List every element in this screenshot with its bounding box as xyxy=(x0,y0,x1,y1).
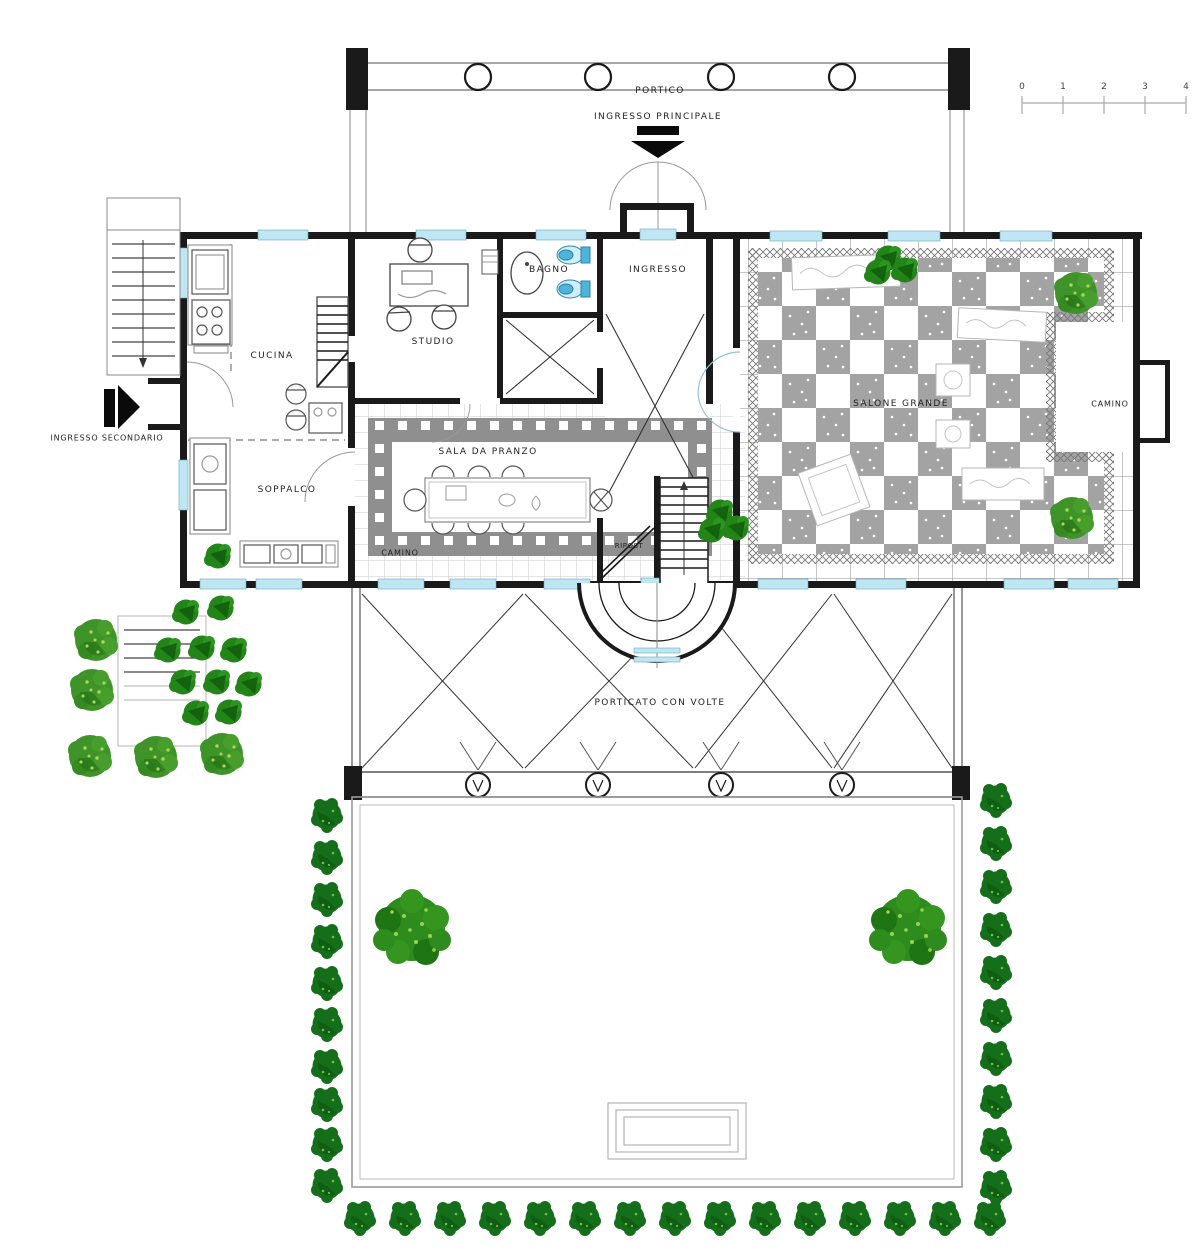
portico-pillars xyxy=(346,48,970,110)
secondary-entrance-arrow xyxy=(104,385,140,429)
door-gaps xyxy=(348,332,740,506)
room-label-cucina: CUCINA xyxy=(250,351,294,361)
scale-tick-0: 0 xyxy=(1019,82,1025,92)
studio-door-arc xyxy=(431,403,471,443)
kitchen-table xyxy=(285,383,343,434)
label-ingresso-secondario: INGRESSO SECONDARIO xyxy=(50,433,164,443)
scale-bar xyxy=(1021,96,1187,114)
portico-structure xyxy=(349,62,965,232)
room-label-studio: STUDIO xyxy=(411,337,455,347)
room-label-bagno: BAGNO xyxy=(529,265,569,275)
scale-tick-4: 4 xyxy=(1183,82,1189,92)
studio-furniture xyxy=(386,237,469,332)
bathroom-fixtures xyxy=(481,245,591,299)
room-label-sala-da-pranzo: SALA DA PRANZO xyxy=(438,447,538,457)
garden-border xyxy=(351,796,963,1188)
garden-fountain xyxy=(607,1102,747,1160)
external-stair-nw xyxy=(106,197,181,376)
secondary-door-arc xyxy=(186,361,234,408)
main-entrance-arrow xyxy=(631,126,685,158)
label-ingresso-principale: INGRESSO PRINCIPALE xyxy=(594,112,722,122)
room-label-portico: PORTICO xyxy=(635,86,685,96)
room-label-porticato: PORTICATO CON VOLTE xyxy=(594,698,726,708)
porticato-columns-south xyxy=(465,772,855,798)
room-label-camino: CAMINO xyxy=(1091,399,1129,409)
portico-columns xyxy=(463,62,857,92)
dining-table xyxy=(403,465,613,535)
salone-door-arcs xyxy=(697,351,741,433)
semicircular-stair xyxy=(577,582,737,668)
porticato-column-splays xyxy=(459,741,861,771)
room-label-salone-grande: SALONE GRANDE xyxy=(853,399,949,409)
porticato-corner-pillars xyxy=(344,766,970,800)
tree-icons xyxy=(373,889,947,965)
ripostiglio-closet xyxy=(599,525,655,581)
porticato-vault-crosses xyxy=(361,593,953,769)
vault-cross-marks xyxy=(505,313,705,499)
room-label-camino-sala: CAMINO xyxy=(381,548,419,558)
kitchen-stair xyxy=(316,296,349,388)
scale-tick-1: 1 xyxy=(1060,82,1066,92)
main-entrance-arc xyxy=(609,161,707,238)
scale-tick-2: 2 xyxy=(1101,82,1107,92)
room-label-ingresso: INGRESSO xyxy=(628,265,688,275)
room-label-ripostiglio: RIPOST xyxy=(614,542,644,550)
room-label-soppalco: SOPPALCO xyxy=(257,485,317,495)
scale-tick-3: 3 xyxy=(1142,82,1148,92)
kitchen-counter xyxy=(187,244,339,568)
soppalco-door-arc xyxy=(304,451,356,503)
